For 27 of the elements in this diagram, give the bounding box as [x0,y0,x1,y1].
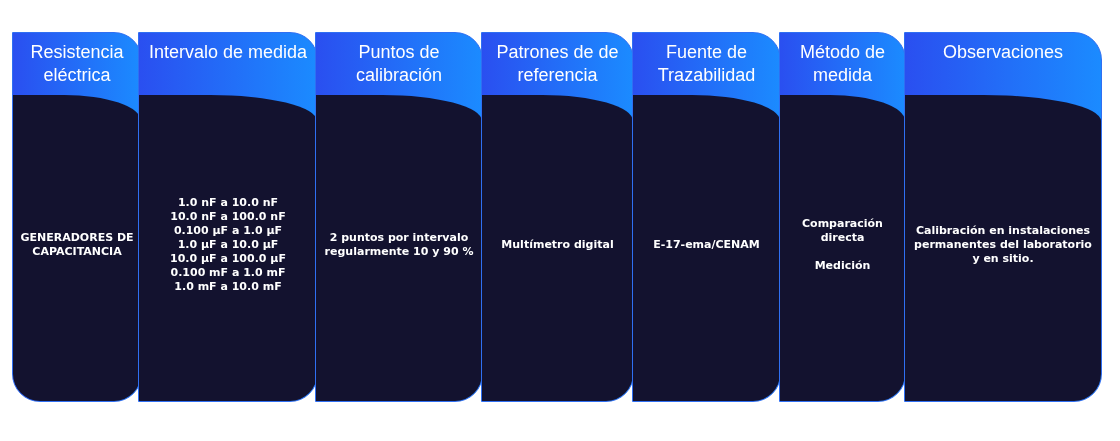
column-text: 1.0 μF a 10.0 μF [177,238,279,252]
column-text: 0.100 μF a 1.0 μF [173,224,283,238]
column-text: GENERADORES DE CAPACITANCIA [19,231,135,259]
column-text: Multímetro digital [501,238,614,252]
column-heading: Fuente de Trazabilidad [656,41,757,87]
column-text: Medición [814,259,871,273]
column-card [315,32,483,402]
column-text: 10.0 nF a 100.0 nF [170,210,286,224]
column-text: 1.0 mF a 10.0 mF [174,280,282,294]
column-card [904,32,1102,402]
column-text: E-17-ema/CENAM [653,238,760,252]
column-text: 1.0 nF a 10.0 nF [177,196,279,210]
column-heading: Puntos de calibración [354,41,443,87]
column-heading: Intervalo de medida [147,41,309,64]
column-heading: Observaciones [941,41,1065,64]
column-heading: Patrones de de referencia [495,41,620,87]
column-text: Calibración en instalaciones permanentes del laboratorio y en sitio. [913,224,1093,266]
column-text: Comparación directa [801,217,884,245]
column-text: 0.100 mF a 1.0 mF [170,266,286,280]
column-card [632,32,781,402]
column-heading: Resistencia eléctrica [29,41,125,87]
column-heading: Método de medida [798,41,887,87]
column-text: 2 puntos por intervalo regularmente 10 y 90 % [323,231,475,259]
column-card [481,32,634,402]
column-text: 10.0 μF a 100.0 μF [170,252,286,266]
column-card [138,32,318,402]
column-card [779,32,906,402]
